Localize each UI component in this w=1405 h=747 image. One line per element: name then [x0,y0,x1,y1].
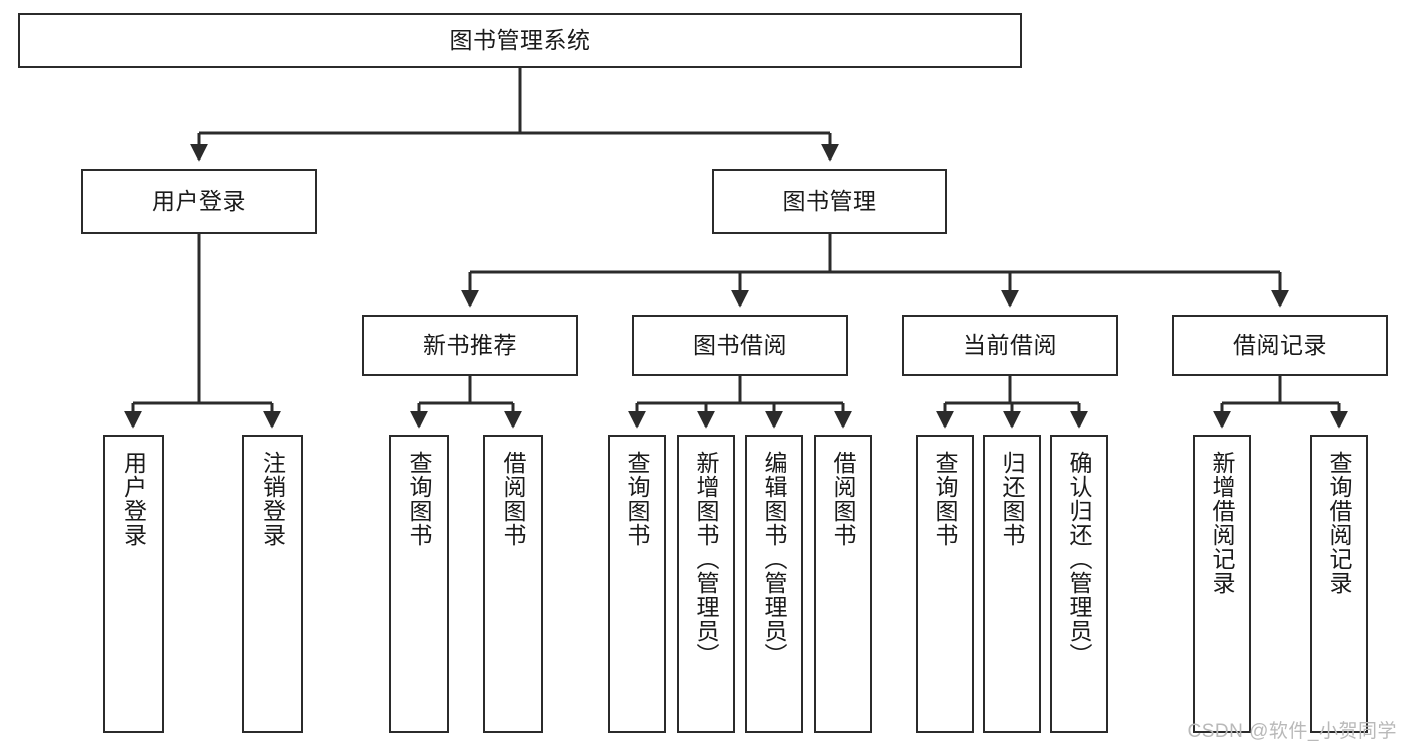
node-book-borrow[interactable]: 图书借阅 [632,315,848,376]
node-leaf-borrow-book-rec[interactable]: 借阅图书 [483,435,543,733]
node-leaf-confirm-return-admin-label: 确认归还（管理员） [1066,451,1093,667]
node-borrow-record[interactable]: 借阅记录 [1172,315,1388,376]
node-leaf-edit-book-admin-label: 编辑图书（管理员） [761,451,788,667]
node-leaf-borrow-book[interactable]: 借阅图书 [814,435,872,733]
node-leaf-query-book-cur[interactable]: 查询图书 [916,435,974,733]
node-user-login-label: 用户登录 [152,188,246,215]
node-leaf-query-borrow-record-label: 查询借阅记录 [1326,451,1353,595]
node-leaf-user-login[interactable]: 用户登录 [103,435,164,733]
node-leaf-query-book-rec-label: 查询图书 [406,451,433,547]
node-leaf-add-book-admin-label: 新增图书（管理员） [693,451,720,667]
node-leaf-edit-book-admin[interactable]: 编辑图书（管理员） [745,435,803,733]
node-leaf-borrow-book-rec-label: 借阅图书 [500,451,527,547]
node-new-book-recommend-label: 新书推荐 [423,332,517,359]
node-root-label: 图书管理系统 [449,27,591,54]
node-leaf-query-book-borrow-label: 查询图书 [624,451,651,547]
node-leaf-return-book-label: 归还图书 [999,451,1026,547]
node-book-manage-label: 图书管理 [782,188,877,215]
node-leaf-add-borrow-record[interactable]: 新增借阅记录 [1193,435,1251,733]
node-user-login[interactable]: 用户登录 [81,169,317,234]
node-leaf-query-book-borrow[interactable]: 查询图书 [608,435,666,733]
node-leaf-query-book-cur-label: 查询图书 [932,451,959,547]
node-leaf-user-logout[interactable]: 注销登录 [242,435,303,733]
node-current-borrow[interactable]: 当前借阅 [902,315,1118,376]
node-leaf-borrow-book-label: 借阅图书 [830,451,857,547]
node-leaf-add-borrow-record-label: 新增借阅记录 [1209,451,1236,595]
node-new-book-recommend[interactable]: 新书推荐 [362,315,578,376]
node-borrow-record-label: 借阅记录 [1233,332,1327,359]
node-book-manage[interactable]: 图书管理 [712,169,947,234]
node-current-borrow-label: 当前借阅 [963,332,1057,359]
node-book-borrow-label: 图书借阅 [693,332,787,359]
node-leaf-query-book-rec[interactable]: 查询图书 [389,435,449,733]
node-leaf-confirm-return-admin[interactable]: 确认归还（管理员） [1050,435,1108,733]
csdn-watermark: CSDN @软件_小贺同学 [1187,721,1397,742]
node-leaf-add-book-admin[interactable]: 新增图书（管理员） [677,435,735,733]
node-leaf-user-login-label: 用户登录 [120,451,147,547]
node-leaf-query-borrow-record[interactable]: 查询借阅记录 [1310,435,1368,733]
node-root[interactable]: 图书管理系统 [18,13,1022,68]
node-leaf-return-book[interactable]: 归还图书 [983,435,1041,733]
node-leaf-user-logout-label: 注销登录 [259,451,286,547]
